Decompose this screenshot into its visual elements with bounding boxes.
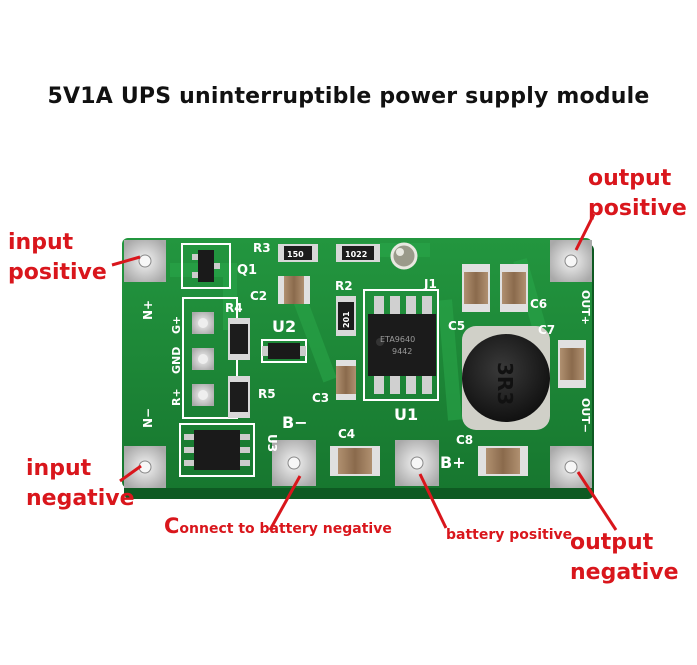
q1-transistor — [181, 243, 231, 289]
silk-n-plus: N+ — [141, 300, 155, 320]
c7-capacitor — [558, 340, 586, 388]
top-resistor — [336, 244, 380, 262]
silk-ic-mark: ETA9640 — [380, 335, 415, 344]
arrow-input-positive — [111, 255, 141, 267]
header-pads — [182, 297, 238, 419]
pad-battery-negative — [272, 440, 316, 486]
pad-battery-positive — [395, 440, 439, 486]
u2-diode — [261, 339, 307, 363]
r5-resistor — [228, 376, 250, 418]
arrow-battery-positive — [418, 473, 448, 529]
silk-c4: C4 — [338, 427, 355, 441]
arrow-input-negative — [119, 464, 142, 483]
label-battery-negative: Connect to battery negative — [164, 514, 392, 538]
silk-n-minus: N− — [141, 408, 155, 428]
label-output-positive: output positive — [588, 166, 687, 222]
pad-input-negative — [124, 446, 166, 488]
silk-u3: U3 — [265, 434, 279, 452]
c2-capacitor — [278, 276, 310, 304]
pad-output-positive — [550, 240, 592, 282]
silk-ic-sub: 9442 — [392, 347, 412, 356]
label-input-positive: input positive — [8, 230, 107, 286]
silk-c8: C8 — [456, 433, 473, 447]
silk-c5: C5 — [448, 319, 465, 333]
silk-c7: C7 — [538, 323, 555, 337]
silk-b-minus: B− — [282, 413, 308, 432]
silk-j1: J1 — [423, 277, 437, 291]
arrow-battery-negative — [268, 475, 302, 531]
silk-g-plus: G+ — [170, 316, 183, 334]
label-output-negative: output negative — [570, 530, 679, 586]
silk-b-plus: B+ — [440, 453, 466, 472]
inductor — [462, 326, 550, 430]
r4-resistor — [228, 318, 250, 360]
silk-c3: C3 — [312, 391, 329, 405]
silk-inductor-code: 3R3 — [493, 362, 517, 405]
c3-capacitor — [336, 360, 356, 400]
silk-c2: C2 — [250, 289, 267, 303]
silk-out-plus: OUT+ — [579, 290, 592, 325]
led — [390, 242, 418, 270]
arrow-output-positive — [574, 213, 596, 251]
c6-capacitors — [462, 264, 528, 312]
c8-capacitor — [478, 446, 528, 476]
u1-ic — [363, 289, 439, 401]
silk-out-minus: OUT− — [579, 398, 592, 433]
silk-r-plus: R+ — [170, 388, 183, 406]
arrow-output-negative — [576, 471, 618, 531]
r2-resistor — [336, 296, 356, 336]
c4-capacitor — [330, 446, 380, 476]
u3-chip — [179, 423, 255, 477]
silk-r4: R4 — [225, 301, 243, 315]
silk-u1: U1 — [394, 405, 418, 424]
silk-r5: R5 — [258, 387, 276, 401]
silk-c6: C6 — [530, 297, 547, 311]
silk-gnd: GND — [170, 347, 183, 374]
silk-r2: R2 — [335, 279, 353, 293]
silk-u2: U2 — [272, 317, 296, 336]
silk-r3-code: 150 — [287, 250, 304, 259]
label-battery-positive: battery positive — [446, 527, 573, 543]
silk-top-res-code: 1022 — [345, 250, 367, 259]
page-title: 5V1A UPS uninterruptible power supply mo… — [47, 84, 650, 109]
r3-resistor — [278, 244, 318, 262]
label-input-negative: input negative — [26, 456, 135, 512]
silk-r2-code: 201 — [342, 311, 351, 328]
annotation-arrows — [111, 213, 618, 531]
silk-r3: R3 — [253, 241, 271, 255]
silk-q1: Q1 — [237, 263, 257, 278]
